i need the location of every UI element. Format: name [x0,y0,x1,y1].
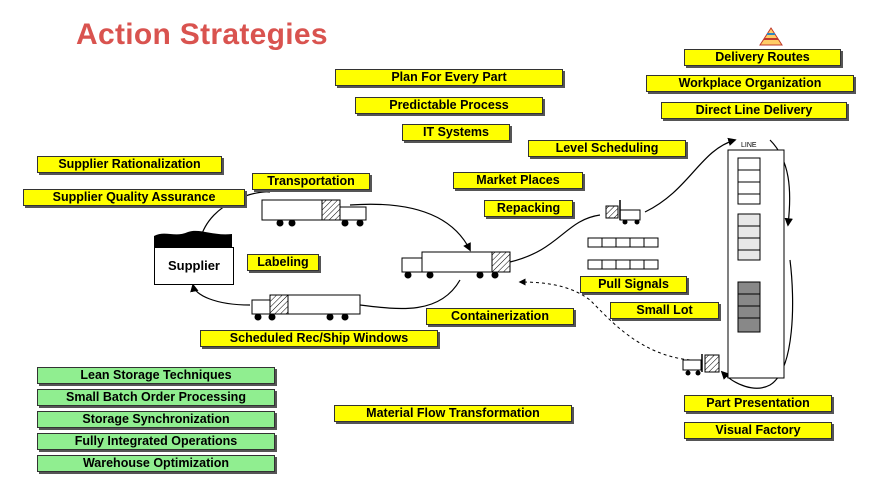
label-level-scheduling: Level Scheduling [528,140,686,157]
forklift-icon [605,200,641,225]
label-storage-sync: Storage Synchronization [37,411,275,428]
production-line [727,149,785,379]
label-visual-factory: Visual Factory [684,422,832,439]
logo-pyramid-icon [759,27,783,46]
label-small-lot: Small Lot [610,302,719,319]
label-supplier-rationalization: Supplier Rationalization [37,156,222,173]
label-plan-for-every-part: Plan For Every Part [335,69,563,86]
truck-transportation-icon [261,199,367,227]
pallet-row-2 [587,259,659,270]
label-scheduled-windows: Scheduled Rec/Ship Windows [200,330,438,347]
line-label: LINE [741,142,757,149]
label-predictable-process: Predictable Process [355,97,543,114]
label-part-presentation: Part Presentation [684,395,832,412]
pallet-row-1 [587,237,659,248]
label-pull-signals: Pull Signals [580,276,687,293]
label-transportation: Transportation [252,173,370,190]
label-workplace-organization: Workplace Organization [646,75,854,92]
flow-arrow-return-to-supplier [190,283,251,306]
label-containerization: Containerization [426,308,574,325]
pull-signal-dashed-arrow [518,278,691,361]
flow-arrow-cross-dock-to-return [359,279,461,310]
truck-cross-dock-icon [401,251,511,279]
label-material-flow-transformation: Material Flow Transformation [334,405,572,422]
label-supplier-quality-assurance: Supplier Quality Assurance [23,189,245,206]
label-fully-integrated: Fully Integrated Operations [37,433,275,450]
flow-arrow-forklift-to-line [644,137,737,213]
supplier-roof-icon [154,230,232,247]
page-title: Action Strategies [76,18,328,51]
label-labeling: Labeling [247,254,319,271]
forklift-return-icon [682,354,720,376]
flow-arrow-cross-dock-to-forklift [509,214,601,263]
label-repacking: Repacking [484,200,573,217]
supplier-box: Supplier [154,247,234,285]
truck-return-icon [251,294,361,321]
label-warehouse-opt: Warehouse Optimization [37,455,275,472]
label-it-systems: IT Systems [402,124,510,141]
flow-arrow-line-return [720,259,794,389]
label-delivery-routes: Delivery Routes [684,49,841,66]
flow-arrow-line-down [769,139,793,227]
label-market-places: Market Places [453,172,583,189]
label-direct-line-delivery: Direct Line Delivery [661,102,847,119]
flow-arrow-transport-to-cross-dock [349,203,471,252]
label-lean-storage: Lean Storage Techniques [37,367,275,384]
label-small-batch: Small Batch Order Processing [37,389,275,406]
